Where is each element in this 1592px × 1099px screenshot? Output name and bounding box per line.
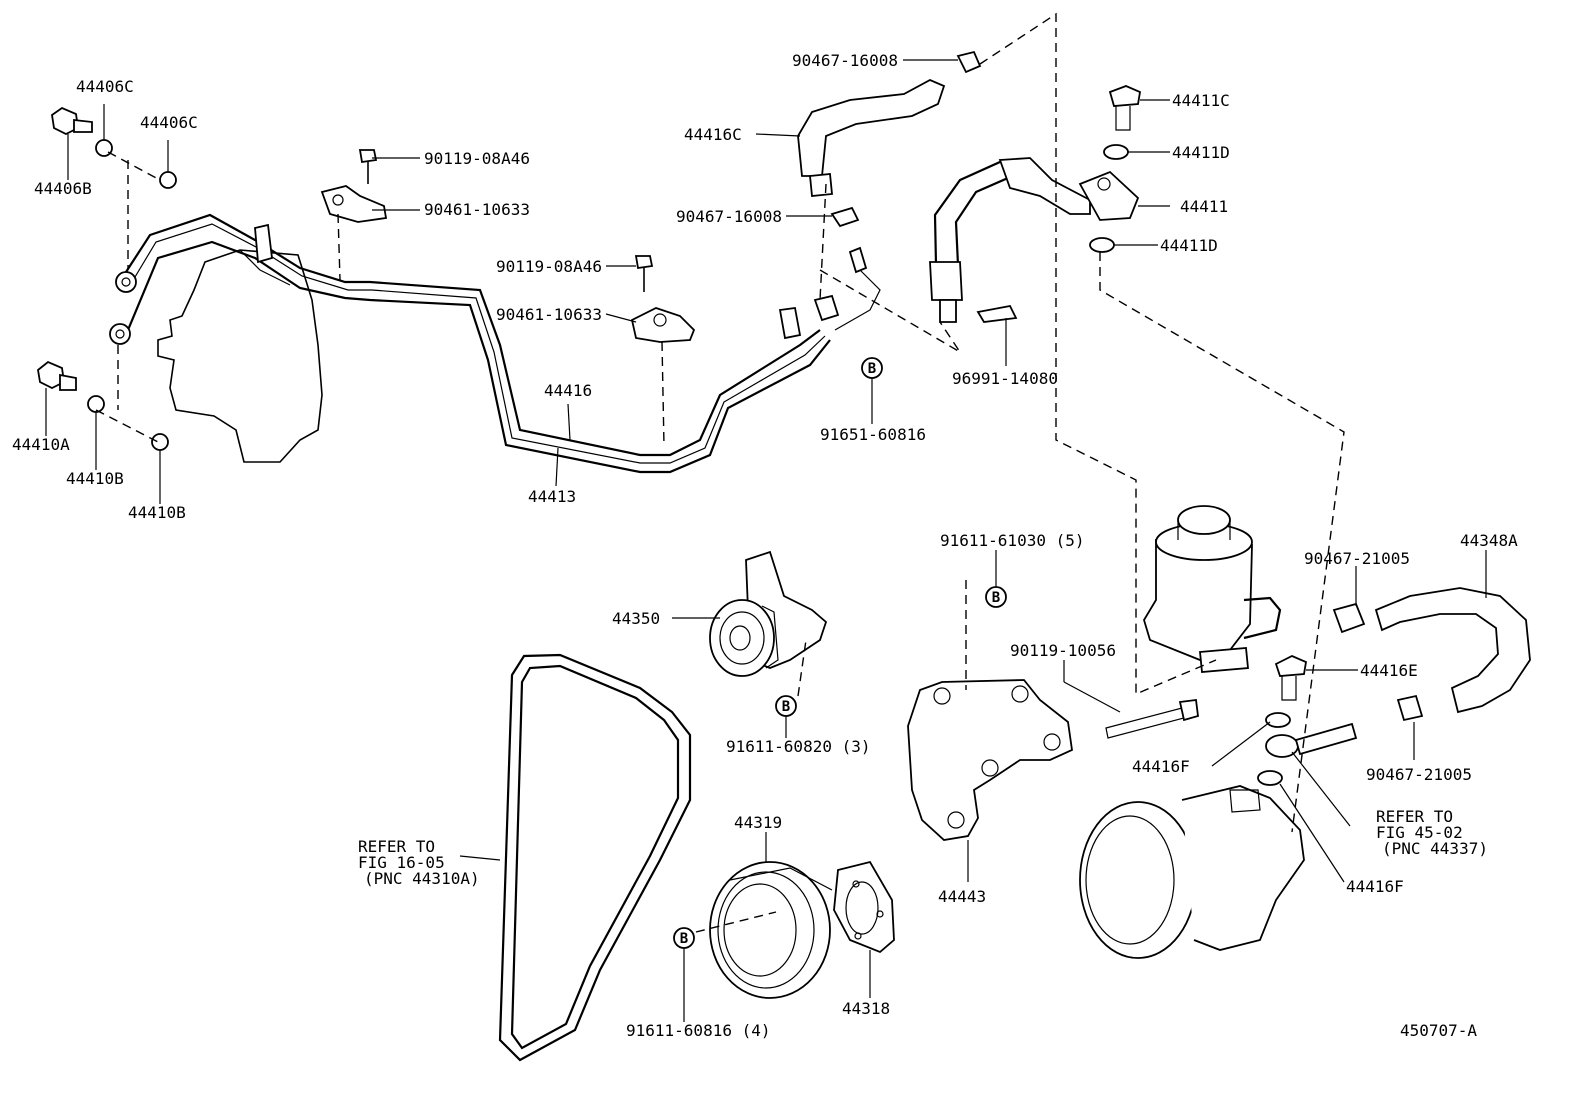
union-bolt-44416E	[1274, 655, 1308, 701]
label-90119-10056: 90119-10056	[1010, 641, 1116, 660]
label-44416F-b: 44416F	[1346, 877, 1404, 896]
return-hose-44348A	[1332, 587, 1531, 722]
gasket-44410B-a	[87, 395, 105, 413]
label-44416E: 44416E	[1360, 661, 1418, 680]
label-44410A: 44410A	[12, 435, 70, 454]
label-44350: 44350	[612, 609, 660, 628]
label-44443: 44443	[938, 887, 986, 906]
label-91611-60820: 91611-60820 (3)	[726, 737, 871, 756]
union-bolt-44406B	[51, 106, 93, 136]
idler-pulley-44350	[709, 550, 828, 677]
label-44411D-b: 44411D	[1160, 236, 1218, 255]
gasket-44411D-a	[1103, 144, 1129, 160]
steering-gear-housing	[157, 249, 323, 463]
label-44411C: 44411C	[1172, 91, 1230, 110]
label-96991-14080: 96991-14080	[952, 369, 1058, 388]
label-44406C-b: 44406C	[140, 113, 198, 132]
label-44348A: 44348A	[1460, 531, 1518, 550]
label-90119-08A46-a: 90119-08A46	[424, 149, 530, 168]
bolt-90119-10056	[1105, 698, 1199, 739]
refer-belt-line-2: FIG 16-05	[358, 853, 445, 872]
drive-belt	[498, 653, 692, 1062]
label-44411: 44411	[1180, 197, 1228, 216]
tube-44416	[109, 213, 881, 474]
label-44410B-b: 44410B	[128, 503, 186, 522]
callout-b-91611-61030: B	[985, 586, 1007, 608]
bracket-44443	[907, 679, 1073, 841]
label-44413: 44413	[528, 487, 576, 506]
hose-44416C	[797, 50, 982, 228]
diagram-code: 450707-A	[1400, 1021, 1477, 1040]
refer-pump-line-1: REFER TO	[1376, 807, 1453, 826]
gasket-44406C-b	[159, 171, 177, 189]
label-90467-16008-a: 90467-16008	[792, 51, 898, 70]
label-44406B: 44406B	[34, 179, 92, 198]
reservoir	[1143, 505, 1282, 673]
callout-b-91611-60820: B	[775, 695, 797, 717]
pressure-hose-44411	[929, 157, 1140, 323]
label-90467-16008-b: 90467-16008	[676, 207, 782, 226]
label-44319: 44319	[734, 813, 782, 832]
pump-body	[1079, 785, 1305, 959]
label-44411D-a: 44411D	[1172, 143, 1230, 162]
label-44416F-a: 44416F	[1132, 757, 1190, 776]
gasket-44411D-b	[1089, 237, 1115, 253]
label-44406C-a: 44406C	[76, 77, 134, 96]
label-90467-21005-a: 90467-21005	[1304, 549, 1410, 568]
refer-pump-line-3: (PNC 44337)	[1382, 839, 1488, 858]
label-44410B-a: 44410B	[66, 469, 124, 488]
callout-b-label: B	[992, 590, 1000, 606]
part-labels: 44406C 44406C 44406B 44410A 44410B 44410…	[12, 51, 1518, 1040]
label-91611-60816: 91611-60816 (4)	[626, 1021, 771, 1040]
label-90461-10633-b: 90461-10633	[496, 305, 602, 324]
label-44318: 44318	[842, 999, 890, 1018]
crank-pulley-44319	[709, 861, 833, 999]
label-44416C: 44416C	[684, 125, 742, 144]
union-44337	[1265, 722, 1358, 758]
label-90119-08A46-b: 90119-08A46	[496, 257, 602, 276]
union-bolt-44411C	[1108, 85, 1142, 131]
refer-pump-line-2: FIG 45-02	[1376, 823, 1463, 842]
dashed-leaders	[95, 12, 1345, 933]
gasket-44416F-b	[1257, 770, 1283, 786]
gasket-44410B-b	[151, 433, 169, 451]
clamp-90461-10633-a	[320, 185, 388, 223]
label-91611-61030: 91611-61030 (5)	[940, 531, 1085, 550]
callout-b-91651: B	[861, 357, 883, 379]
clamp-90461-10633-b	[630, 307, 696, 343]
plate-44318	[833, 860, 895, 954]
leader-lines	[45, 59, 1487, 1022]
label-91651-60816: 91651-60816	[820, 425, 926, 444]
refer-belt-line-1: REFER TO	[358, 837, 435, 856]
callout-b-label: B	[680, 931, 688, 947]
callout-b-91611-60816: B	[673, 927, 695, 949]
callout-b-label: B	[782, 699, 790, 715]
refer-belt-line-3: (PNC 44310A)	[364, 869, 480, 888]
gasket-44416F-a	[1265, 712, 1291, 728]
label-90461-10633-a: 90461-10633	[424, 200, 530, 219]
bolt-90119-08A46-a	[358, 149, 378, 184]
label-44416: 44416	[544, 381, 592, 400]
label-90467-21005-b: 90467-21005	[1366, 765, 1472, 784]
union-bolt-44410A	[37, 360, 77, 391]
bolt-90119-08A46-b	[634, 255, 654, 292]
callout-b-label: B	[868, 361, 876, 377]
